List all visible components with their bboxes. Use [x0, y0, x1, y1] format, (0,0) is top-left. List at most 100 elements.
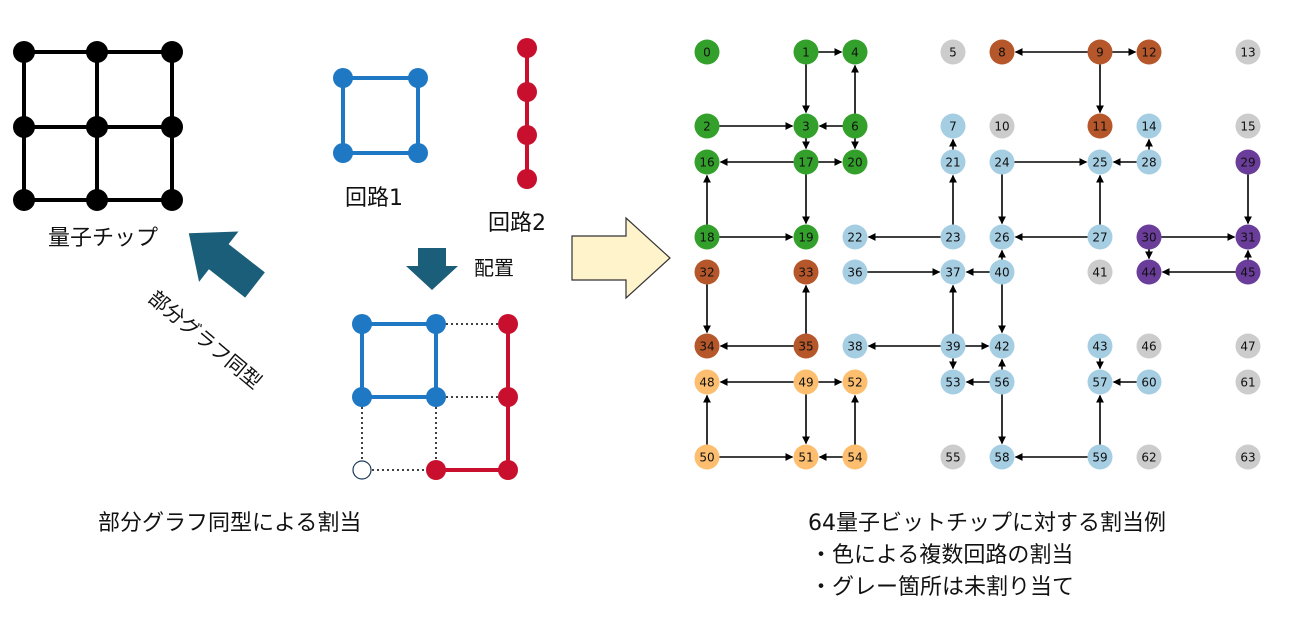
qubit-node-circle: [1235, 224, 1261, 250]
qubit-node-label: 34: [699, 340, 714, 354]
qubit-node-18: 18: [694, 224, 720, 250]
qubit-node-36: 36: [842, 259, 868, 285]
placed-circuit2-qubit: [498, 314, 518, 334]
qubit-node-circle: [842, 333, 868, 359]
isomorphism-label: 部分グラフ同型: [144, 285, 267, 393]
qubit-node-label: 61: [1240, 376, 1255, 390]
qubit-node-44: 44: [1136, 259, 1162, 285]
qubit-node-label: 40: [994, 266, 1009, 280]
chip-qubit: [13, 41, 35, 63]
circuit2-qubit: [517, 169, 537, 189]
qubit-node-circle: [940, 333, 966, 359]
qubit-node-1: 1: [793, 39, 819, 65]
qubit-node-label: 48: [699, 376, 714, 390]
qubit-node-3: 3: [793, 113, 819, 139]
qubit-node-circle: [793, 444, 819, 470]
qubit-node-circle: [842, 369, 868, 395]
qubit-node-2: 2: [694, 113, 720, 139]
qubit-node-circle: [940, 113, 966, 139]
qubit-node-22: 22: [842, 224, 868, 250]
qubit-node-label: 54: [847, 451, 862, 465]
qubit-node-label: 62: [1141, 451, 1156, 465]
qubit-node-label: 51: [798, 451, 813, 465]
right-caption-line1: 64量子ビットチップに対する割当例: [808, 511, 1166, 536]
qubit-node-circle: [694, 369, 720, 395]
right-caption-line3: ・グレー箇所は未割り当て: [810, 575, 1074, 600]
qubit-node-circle: [1235, 444, 1261, 470]
qubit-node-circle: [793, 224, 819, 250]
qubit-node-10: 10: [989, 113, 1015, 139]
circuit2-qubit: [517, 82, 537, 102]
quantum-chip-graph: [13, 41, 183, 211]
qubit-node-31: 31: [1235, 224, 1261, 250]
placed-circuit2-qubit: [498, 460, 518, 480]
qubit-node-53: 53: [940, 369, 966, 395]
qubit-node-circle: [694, 113, 720, 139]
qubit-node-label: 23: [945, 231, 960, 245]
qubit-node-4: 4: [842, 39, 868, 65]
qubit-node-circle: [989, 259, 1015, 285]
qubit-node-label: 28: [1141, 156, 1156, 170]
qubit-node-circle: [1235, 259, 1261, 285]
qubit-node-label: 7: [949, 120, 957, 134]
qubit-node-circle: [694, 259, 720, 285]
qubit-node-circle: [1087, 149, 1113, 175]
qubit-node-12: 12: [1136, 39, 1162, 65]
qubit-node-label: 58: [994, 451, 1009, 465]
qubit-node-60: 60: [1136, 369, 1162, 395]
qubit-node-circle: [940, 224, 966, 250]
qubit-node-label: 63: [1240, 451, 1255, 465]
qubit-node-label: 3: [802, 120, 810, 134]
qubit-node-7: 7: [940, 113, 966, 139]
right-caption-line2: ・色による複数回路の割当: [810, 543, 1073, 568]
qubit-node-label: 49: [798, 376, 813, 390]
qubit-node-label: 14: [1141, 120, 1156, 134]
circuit1-qubit: [333, 68, 353, 88]
qubit-node-19: 19: [793, 224, 819, 250]
qubit-node-label: 20: [847, 156, 862, 170]
qubit-node-circle: [989, 224, 1015, 250]
qubit-node-51: 51: [793, 444, 819, 470]
qubit-node-circle: [1087, 39, 1113, 65]
qubit-node-label: 55: [945, 451, 960, 465]
qubit-node-label: 56: [994, 376, 1009, 390]
qubit-edges: [703, 48, 1252, 461]
chip-qubit: [161, 41, 183, 63]
qubit-node-circle: [1136, 444, 1162, 470]
qubit-node-38: 38: [842, 333, 868, 359]
qubit-node-13: 13: [1235, 39, 1261, 65]
circuit1-label: 回路1: [345, 186, 403, 211]
qubit-node-11: 11: [1087, 113, 1113, 139]
qubit-node-label: 37: [945, 266, 960, 280]
placed-circuit1-qubit: [352, 314, 372, 334]
qubit-node-label: 22: [847, 231, 862, 245]
qubit-node-58: 58: [989, 444, 1015, 470]
qubit-node-41: 41: [1087, 259, 1113, 285]
qubit-node-8: 8: [989, 39, 1015, 65]
qubit-node-57: 57: [1087, 369, 1113, 395]
chip-qubit: [86, 116, 108, 138]
qubit-node-label: 5: [949, 46, 957, 60]
qubit-node-16: 16: [694, 149, 720, 175]
qubit-node-label: 36: [847, 266, 862, 280]
qubit-node-circle: [793, 39, 819, 65]
qubit-node-label: 33: [798, 266, 813, 280]
qubit-node-28: 28: [1136, 149, 1162, 175]
circuit2-qubit: [517, 125, 537, 145]
chip-qubit: [13, 189, 35, 211]
hollow-right-arrow: [571, 216, 671, 300]
qubit-node-label: 38: [847, 340, 862, 354]
qubit-node-circle: [793, 259, 819, 285]
qubit-node-circle: [1235, 113, 1261, 139]
qubit-node-label: 12: [1141, 46, 1156, 60]
qubit-node-37: 37: [940, 259, 966, 285]
qubit-node-circle: [940, 39, 966, 65]
qubit-node-circle: [842, 149, 868, 175]
chip-qubit: [161, 116, 183, 138]
qubit-node-circle: [1235, 149, 1261, 175]
qubit-node-label: 19: [798, 231, 813, 245]
qubit-node-0: 0: [694, 39, 720, 65]
qubit-node-label: 0: [703, 46, 711, 60]
qubit-node-40: 40: [989, 259, 1015, 285]
